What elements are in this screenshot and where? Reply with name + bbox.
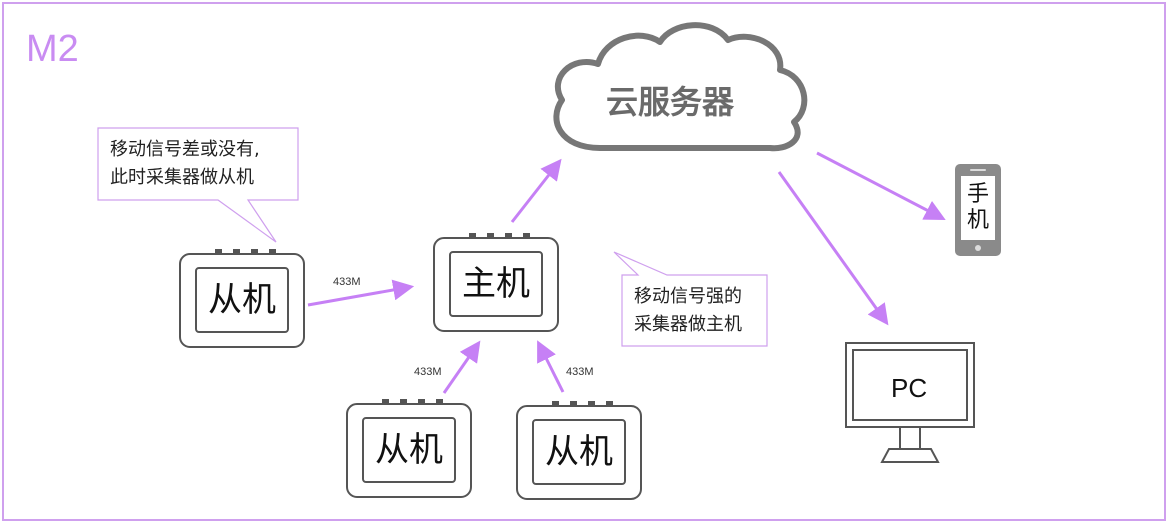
phone-label-line-1: 手 [966,182,989,207]
slave-device-bottom-right-icon [516,401,642,500]
master-note-bubble [613,251,768,347]
diagram-title: M2 [26,28,79,70]
master-note-line-2: 采集器做主机 [634,314,742,335]
slave-note-line-2: 此时采集器做从机 [110,167,254,188]
phone-label-line-2: 机 [966,208,989,233]
arrow-cloud-to-phone [816,151,946,220]
arrow-cloud-to-pc [777,171,889,326]
arrow-slave-left-to-master [307,279,415,307]
master-label: 主机 [462,264,530,304]
pc-label: PC [891,373,928,403]
monitor-icon [845,342,975,463]
bottom-left-link-frequency: 433M [414,366,442,378]
master-device-icon [433,233,559,332]
master-note-line-1: 移动信号强的 [634,286,742,307]
arrow-bottom-right-to-master [537,340,565,393]
slave-device-left-icon [179,249,305,348]
slave-note-line-1: 移动信号差或没有, [110,139,260,160]
bottom-right-link-frequency: 433M [566,366,594,378]
slave-bottom-left-label: 从机 [375,430,443,470]
slave-device-bottom-left-icon [346,399,472,498]
slave-note-bubble [97,127,299,243]
slave-left-label: 从机 [208,280,276,320]
left-link-frequency: 433M [333,276,361,288]
cloud-label: 云服务器 [606,83,735,121]
arrow-master-to-cloud [510,158,562,223]
arrow-bottom-left-to-master [442,340,481,394]
cloud-icon [553,22,808,152]
slave-bottom-right-label: 从机 [545,432,613,472]
phone-icon [955,164,1001,256]
